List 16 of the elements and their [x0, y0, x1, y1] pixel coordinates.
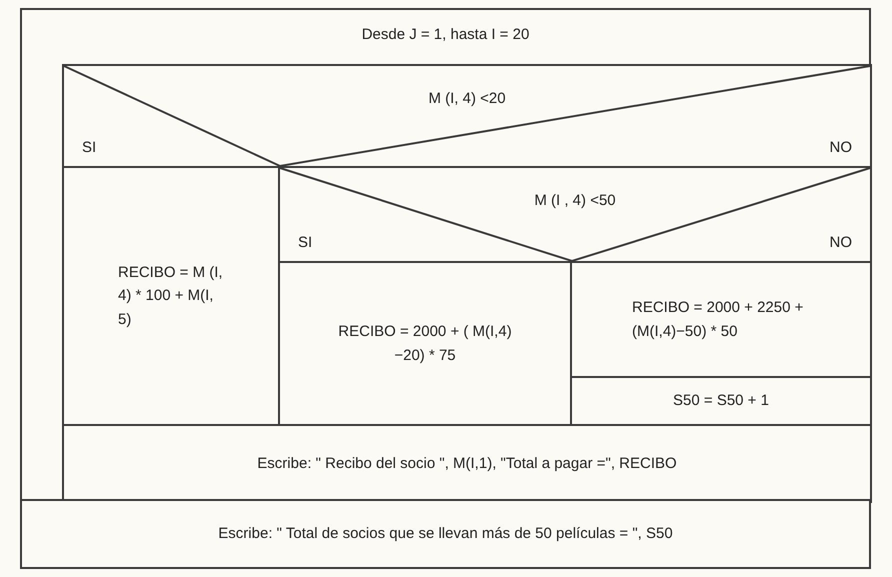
yes-label: SI — [82, 139, 96, 156]
condition-text: M (I , 4) <50 — [534, 192, 616, 209]
statement-block — [62, 424, 872, 503]
no-label: NO — [830, 139, 852, 156]
loop-heading: Desde J = 1, hasta I = 20 — [360, 26, 530, 43]
statement-text: RECIBO = 2000 + 2250 + (M(I,4)−50) * 50 — [632, 298, 804, 342]
condition-text: M (I, 4) <20 — [428, 90, 506, 107]
statement-text: RECIBO = 2000 + ( M(I,4) −20) * 75 — [337, 322, 513, 366]
statement-text: Escribe: " Recibo del socio ", M(I,1), "Total a pagar =", RECIBO — [257, 454, 677, 474]
no-label: NO — [830, 234, 852, 251]
yes-label: SI — [298, 234, 312, 251]
statement-text: Escribe: " Total de socios que se llevan más de 50 películas = ", S50 — [218, 524, 673, 544]
statement-block — [20, 499, 871, 569]
loop-block — [20, 8, 871, 501]
statement-text: RECIBO = M (I, 4) * 100 + M(I, 5) — [118, 263, 224, 330]
statement-text: S50 = S50 + 1 — [673, 391, 769, 412]
